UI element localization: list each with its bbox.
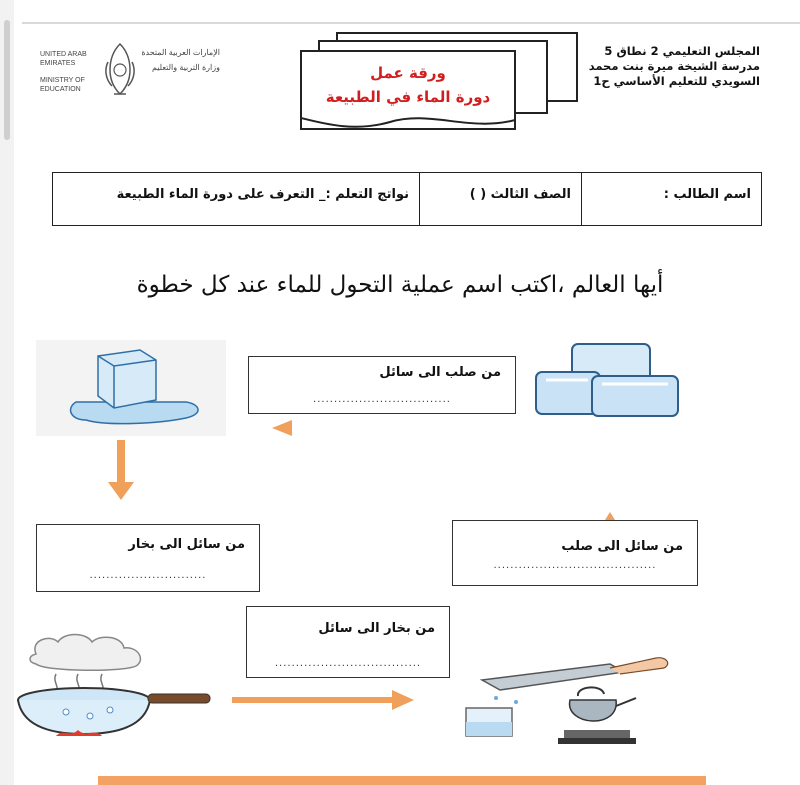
- title-card: ورقة عمل دورة الماء في الطبيعة: [300, 50, 516, 130]
- page-top-border: [22, 22, 800, 24]
- arrow-down-icon: [108, 440, 134, 500]
- step-label-gas-to-liquid: من بخار الى سائل: [318, 621, 435, 636]
- arrow-right-icon: [232, 690, 414, 710]
- step-box-solid-to-liquid[interactable]: من صلب الى سائل ........................…: [248, 356, 516, 414]
- answer-line-liquid-to-solid[interactable]: .......................................: [493, 560, 657, 571]
- arrow-left-icon: [272, 420, 292, 436]
- worksheet-title: ورقة عمل: [370, 64, 446, 82]
- answer-line-liquid-to-gas[interactable]: ............................: [89, 570, 207, 581]
- worksheet-subtitle: دورة الماء في الطبيعة: [325, 88, 491, 106]
- step-box-gas-to-liquid[interactable]: من بخار الى سائل .......................…: [246, 606, 450, 678]
- ministry-en-line2: MINISTRY OF EDUCATION: [40, 77, 85, 93]
- info-table: اسم الطالب : الصف الثالث ( ) نواتج التعل…: [52, 172, 762, 226]
- instruction-heading: أيها العالم ،اكتب اسم عملية التحول للماء…: [136, 272, 664, 298]
- footer-bar: [98, 776, 706, 785]
- title-wave-frame: [300, 50, 516, 128]
- student-name-cell[interactable]: اسم الطالب :: [581, 173, 761, 225]
- outcomes-label: نواتج التعلم :_ التعرف على دورة الماء ال…: [116, 187, 409, 202]
- answer-line-solid-to-liquid[interactable]: .................................: [313, 394, 451, 405]
- school-line1: المجلس التعليمي 2 نطاق 5: [604, 44, 760, 58]
- ice-cubes-image: [535, 343, 679, 417]
- outcomes-cell: نواتج التعلم :_ التعرف على دورة الماء ال…: [53, 173, 419, 225]
- condensation-image: [465, 657, 669, 744]
- ministry-logo-block: UNITED ARAB EMIRATES MINISTRY OF EDUCATI…: [40, 40, 240, 110]
- answer-line-gas-to-liquid[interactable]: ...................................: [274, 658, 422, 669]
- step-label-liquid-to-solid: من سائل الى صلب: [561, 539, 683, 554]
- scrollbar-thumb[interactable]: [4, 20, 10, 140]
- step-label-liquid-to-gas: من سائل الى بخار: [128, 537, 245, 552]
- scrollbar-track[interactable]: [0, 0, 14, 785]
- school-line2: مدرسة الشيخة ميرة بنت محمد: [588, 59, 760, 73]
- melting-ice-image: [36, 340, 226, 436]
- step-label-solid-to-liquid: من صلب الى سائل: [379, 365, 501, 380]
- school-info: المجلس التعليمي 2 نطاق 5 مدرسة الشيخة مي…: [550, 44, 760, 89]
- school-line3: السويدي للتعليم الأساسي ح1: [593, 74, 760, 88]
- uae-emblem-icon: [105, 42, 135, 96]
- step-box-liquid-to-gas[interactable]: من سائل الى بخار .......................…: [36, 524, 260, 592]
- ministry-ar-line2: وزارة التربية والتعليم: [151, 63, 220, 72]
- student-name-label: اسم الطالب :: [663, 187, 751, 202]
- ministry-ar-line1: الإمارات العربية المتحدة: [141, 48, 220, 57]
- grade-label: الصف الثالث ( ): [469, 187, 571, 202]
- step-box-liquid-to-solid[interactable]: من سائل الى صلب ........................…: [452, 520, 698, 586]
- boiling-pan-image: [17, 633, 211, 736]
- grade-cell: الصف الثالث ( ): [419, 173, 581, 225]
- ministry-en-line1: UNITED ARAB EMIRATES: [40, 51, 87, 67]
